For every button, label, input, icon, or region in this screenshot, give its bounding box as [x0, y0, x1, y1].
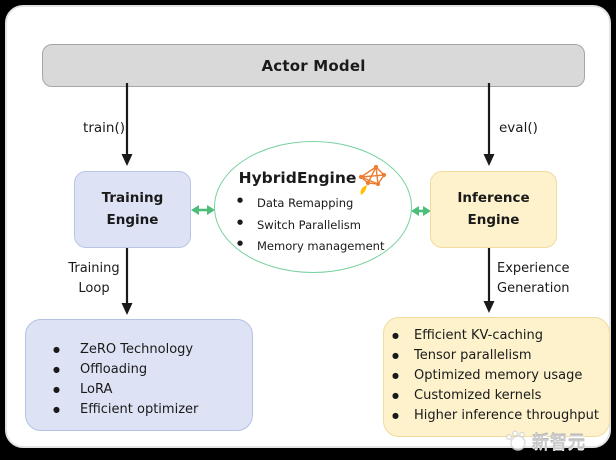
- list-item: Optimized memory usage: [384, 368, 609, 383]
- hybrid-engine-title: HybridEngine: [238, 169, 357, 187]
- training-engine-box: Training Engine: [74, 171, 191, 248]
- hybrid-inference-link-arrow: [411, 206, 431, 216]
- experience-generation-arrow: [483, 245, 495, 313]
- watermark-logo-icon: [505, 429, 526, 451]
- hybrid-engine-feature-list: Data RemappingSwitch ParallelismMemory m…: [235, 194, 384, 259]
- flame-glyph: [361, 185, 368, 195]
- training-hybrid-link-arrow: [191, 205, 215, 215]
- watermark-text: 新智元: [532, 433, 586, 453]
- training-engine-label: Training Engine: [101, 189, 164, 228]
- inference-engine-label: Inference Engine: [457, 189, 530, 228]
- list-item: Switch Parallelism: [235, 216, 384, 236]
- list-item: Efficient optimizer: [26, 402, 252, 417]
- hybrid-engine-header: HybridEngine: [215, 160, 411, 196]
- hybrid-engine-ellipse: HybridEngine: [214, 141, 412, 273]
- list-item: Efficient KV-caching: [384, 328, 609, 343]
- experience-generation-label: Experience Generation: [497, 261, 570, 296]
- diagram-canvas: Actor Model: [5, 5, 611, 453]
- list-item: ZeRO Technology: [26, 342, 252, 357]
- list-item: LoRA: [26, 382, 252, 397]
- actor-model-label: Actor Model: [261, 56, 366, 75]
- training-features-box: ZeRO TechnologyOffloadingLoRA Efficient o…: [25, 319, 253, 431]
- list-item: Memory management: [235, 237, 384, 257]
- eval-arrow: [483, 83, 495, 166]
- inference-features-box: Efficient KV-cachingTensor parallelismOp…: [383, 317, 610, 437]
- training-loop-label: Training Loop: [68, 261, 120, 296]
- train-call-label: train(): [83, 120, 125, 136]
- watermark: 新智元: [505, 428, 586, 453]
- eval-call-label: eval(): [499, 120, 538, 136]
- list-item: Offloading: [26, 362, 252, 377]
- list-item: Customized kernels: [384, 388, 609, 403]
- actor-model-box: Actor Model: [42, 44, 585, 87]
- list-item: Higher inference throughput: [384, 408, 609, 423]
- training-features-list: ZeRO TechnologyOffloadingLoRA Efficient o…: [26, 320, 252, 417]
- inference-engine-box: Inference Engine: [430, 171, 557, 248]
- inference-features-list: Efficient KV-cachingTensor parallelismOp…: [384, 318, 609, 423]
- network-graph-icon: [359, 164, 387, 195]
- list-item: Data Remapping: [235, 194, 384, 214]
- list-item: Tensor parallelism: [384, 348, 609, 363]
